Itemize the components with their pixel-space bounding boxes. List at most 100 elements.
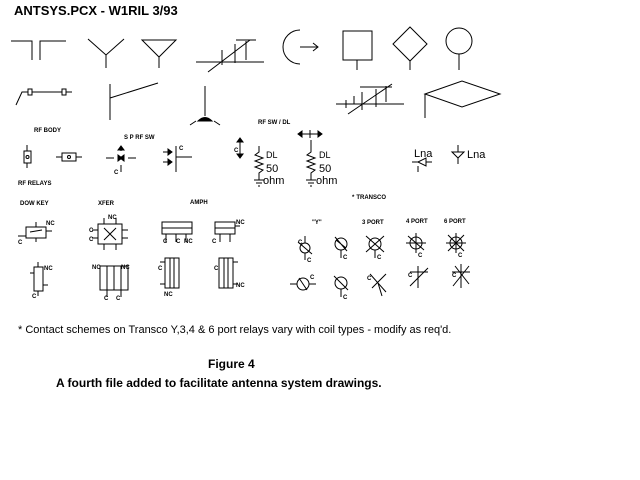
xfer-nc-label-2a: NC <box>92 265 101 271</box>
transco-y-relay-symbol-3: C <box>290 275 316 291</box>
rf-body-label: RF BODY <box>34 128 61 134</box>
xfer-c-label-1b: C <box>89 237 94 243</box>
transco-y-relay-symbol-2: C <box>334 236 348 261</box>
amph-c-label-1b: C <box>176 239 181 245</box>
dummy-load-symbol-2: DL 50 ohm <box>305 140 337 187</box>
three-port-c-label-2: C <box>367 276 372 282</box>
stacked-yagi-antenna-symbol <box>336 83 404 115</box>
dow-key-relay-symbol-1: NC C <box>18 221 55 246</box>
amphenol-relay-symbol-4: C NC <box>214 257 245 289</box>
xfer-c-label-2b: C <box>116 296 121 302</box>
v-antenna-symbol <box>87 38 125 68</box>
sp-rf-sw-c-label-1: C <box>114 170 119 176</box>
dl-label-1: DL <box>266 150 278 160</box>
transco-y-relay-symbol-1: C C <box>297 236 313 264</box>
footnote-text: Contact schemes on Transco Y,3,4 & 6 por… <box>25 324 452 336</box>
rf-switch-vertical-symbol: C <box>234 137 244 159</box>
xfer-c-label-2a: C <box>104 296 109 302</box>
yagi-antenna-symbol <box>196 39 264 73</box>
figure-caption: A fourth file added to facilitate antenn… <box>56 376 382 390</box>
tee-antenna-symbol <box>11 40 66 60</box>
six-port-c-label-2: C <box>452 273 457 279</box>
six-port-c-label-1: C <box>458 253 463 259</box>
inverted-l-antenna-symbol <box>109 82 159 120</box>
transco-text: TRANSCO <box>356 195 386 201</box>
dow-key-label: DOW KEY <box>20 201 49 207</box>
amph-c-label-2: C <box>212 239 217 245</box>
sp-rf-switch-symbol-1: C <box>106 145 136 176</box>
four-port-c-label-1: C <box>418 253 423 259</box>
page-title: ANTSYS.PCX - W1RIL 3/93 <box>14 3 178 18</box>
dish-antenna-symbol <box>282 29 319 65</box>
figure-label: Figure 4 <box>208 357 255 371</box>
amphenol-relay-symbol-1: C C NC <box>161 221 193 245</box>
xfer-nc-label-2b: NC <box>121 265 130 271</box>
dow-key-c-label-2: C <box>32 294 37 300</box>
y-relay-c-label-3: C <box>310 275 315 281</box>
four-port-label: 4 PORT <box>406 219 428 225</box>
diamond-symbol <box>392 26 428 70</box>
transco-y-relay-symbol-4: C <box>333 275 349 301</box>
ohm-unit-2: ohm <box>316 175 337 187</box>
transco-6-port-relay-symbol-1: C <box>446 233 466 259</box>
rf-relays-label: RF RELAYS <box>18 181 51 187</box>
sp-rf-sw-c-label-2: C <box>179 146 184 152</box>
ohm-value-1: 50 <box>266 163 278 175</box>
ohm-value-2: 50 <box>319 163 331 175</box>
transco-3-port-relay-symbol-2: C <box>367 273 387 297</box>
y-relay-c-label-1a: C <box>298 240 303 246</box>
y-relay-label: "Y" <box>312 220 322 226</box>
three-port-c-label-1: C <box>377 255 382 261</box>
rf-switch-horizontal-symbol <box>297 130 323 138</box>
amph-nc-label-1: NC <box>184 239 193 245</box>
dummy-load-symbol-1: DL 50 ohm <box>253 146 284 187</box>
amph-c-label-1a: C <box>163 239 168 245</box>
transco-asterisk: * <box>352 195 355 201</box>
amph-label: AMPH <box>190 200 208 206</box>
y-relay-c-label-2: C <box>343 255 348 261</box>
dow-key-c-label-1: C <box>18 240 23 246</box>
sp-rf-switch-symbol-2: C <box>163 146 192 172</box>
transfer-relay-symbol-1: NC C C <box>89 215 128 250</box>
dow-key-relay-symbol-2: NC C <box>30 262 53 300</box>
circle-symbol <box>445 27 473 70</box>
footnote: * Contact schemes on Transco Y,3,4 & 6 p… <box>18 325 451 336</box>
sp-rf-sw-label: S P RF SW <box>124 135 155 141</box>
lna-label-2: Lna <box>467 149 486 161</box>
xfer-label: XFER <box>98 201 115 207</box>
six-port-label: 6 PORT <box>444 219 466 225</box>
three-port-label: 3 PORT <box>362 220 384 226</box>
amph-nc-label-3: NC <box>164 292 173 298</box>
footnote-asterisk: * <box>18 324 26 336</box>
closed-v-antenna-symbol <box>140 39 178 68</box>
lna-amplifier-symbol-1: Lna <box>412 148 433 172</box>
rf-sw-dl-label: RF SW / DL <box>258 120 291 126</box>
transco-3-port-relay-symbol-1: C <box>365 235 385 261</box>
y-relay-c-label-4: C <box>343 295 348 301</box>
amph-nc-label-2: NC <box>236 220 245 226</box>
dl-label-2: DL <box>319 150 331 160</box>
dow-key-nc-label-1: NC <box>46 221 55 227</box>
transco-label: *TRANSCO <box>352 195 386 201</box>
rf-sw-c-label-1: C <box>234 148 239 154</box>
vertical-ground-antenna-symbol <box>189 86 221 126</box>
xfer-c-label-1a: C <box>89 228 94 234</box>
rf-body-horizontal-symbol <box>56 152 82 162</box>
transco-4-port-relay-symbol-2: C <box>408 266 429 288</box>
amph-c-label-3: C <box>158 266 163 272</box>
rf-body-vertical-symbol <box>23 145 32 168</box>
amphenol-relay-symbol-3: C NC <box>158 257 180 298</box>
lna-label-1: Lna <box>414 148 433 160</box>
amph-c-label-4: C <box>214 266 219 272</box>
transco-4-port-relay-symbol-1: C <box>406 233 426 259</box>
amph-nc-label-4: NC <box>236 283 245 289</box>
dow-key-nc-label-2: NC <box>44 266 53 272</box>
lna-amplifier-symbol-2: Lna <box>450 145 486 164</box>
long-wire-antenna-symbol <box>15 88 72 106</box>
xfer-nc-label-1: NC <box>108 215 117 221</box>
y-relay-c-label-1b: C <box>307 258 312 264</box>
ohm-unit-1: ohm <box>263 175 284 187</box>
transfer-relay-symbol-2: NC NC C C <box>92 265 130 302</box>
square-symbol <box>342 30 373 70</box>
